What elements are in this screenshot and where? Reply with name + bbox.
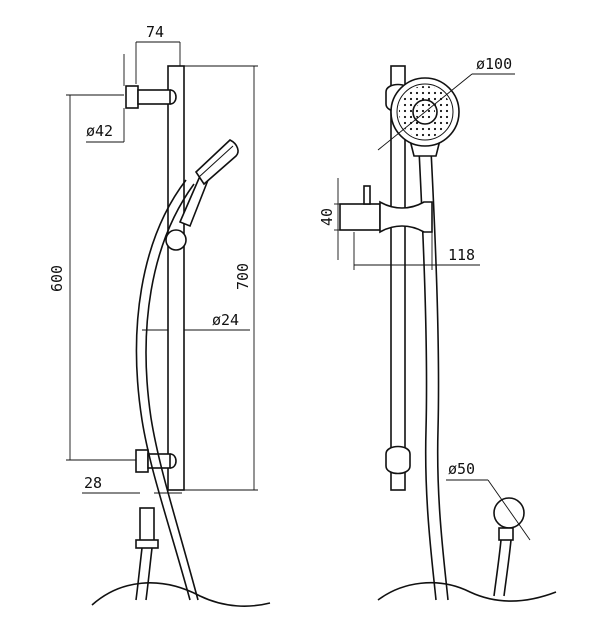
bottom-bracket [135,449,177,473]
handheld-shower-side [178,139,239,228]
dim-28-label: 28 [84,474,102,492]
dim-bracket-spacing: 600 [48,94,136,461]
dim-24-label: ø24 [212,311,239,329]
dim-40-label: 40 [318,208,336,226]
rail-side [167,65,185,491]
dim-50-label: ø50 [448,460,475,478]
dim-rail-diameter: ø24 [142,311,250,331]
dim-42-label: ø42 [86,122,113,140]
front-view: ø100 40 118 ø50 [318,55,557,602]
dim-74-label: 74 [146,23,164,41]
dim-elbow-diameter: ø50 [446,460,531,541]
bottom-wall-plate-front [385,445,411,475]
dim-118-label: 118 [448,246,475,264]
hose-side [135,179,191,601]
floor-line-right [377,581,557,602]
dim-outlet-offset: 28 [82,474,182,494]
dim-100-label: ø100 [476,55,512,73]
dim-600-label: 600 [48,265,66,292]
dim-head-diameter: ø100 [377,55,515,151]
shower-head-front [390,77,460,157]
wall-elbow-front [493,497,525,597]
top-bracket [125,85,177,109]
hose-front [418,149,437,601]
dim-bracket-diameter: ø42 [86,54,125,143]
rail-front [390,65,406,491]
outlet-elbow-side [135,507,159,601]
side-view: 74 ø42 600 700 ø24 [48,23,271,607]
floor-line-left [91,582,271,607]
dim-rail-length: 700 [184,65,258,491]
slider-block-front [339,185,433,234]
dim-slider-height: 40 [318,178,342,260]
dim-700-label: 700 [234,263,252,290]
slider-ball-side [165,229,187,251]
dim-bar-offset: 74 [135,23,181,84]
dim-slider-projection: 118 [353,232,480,270]
